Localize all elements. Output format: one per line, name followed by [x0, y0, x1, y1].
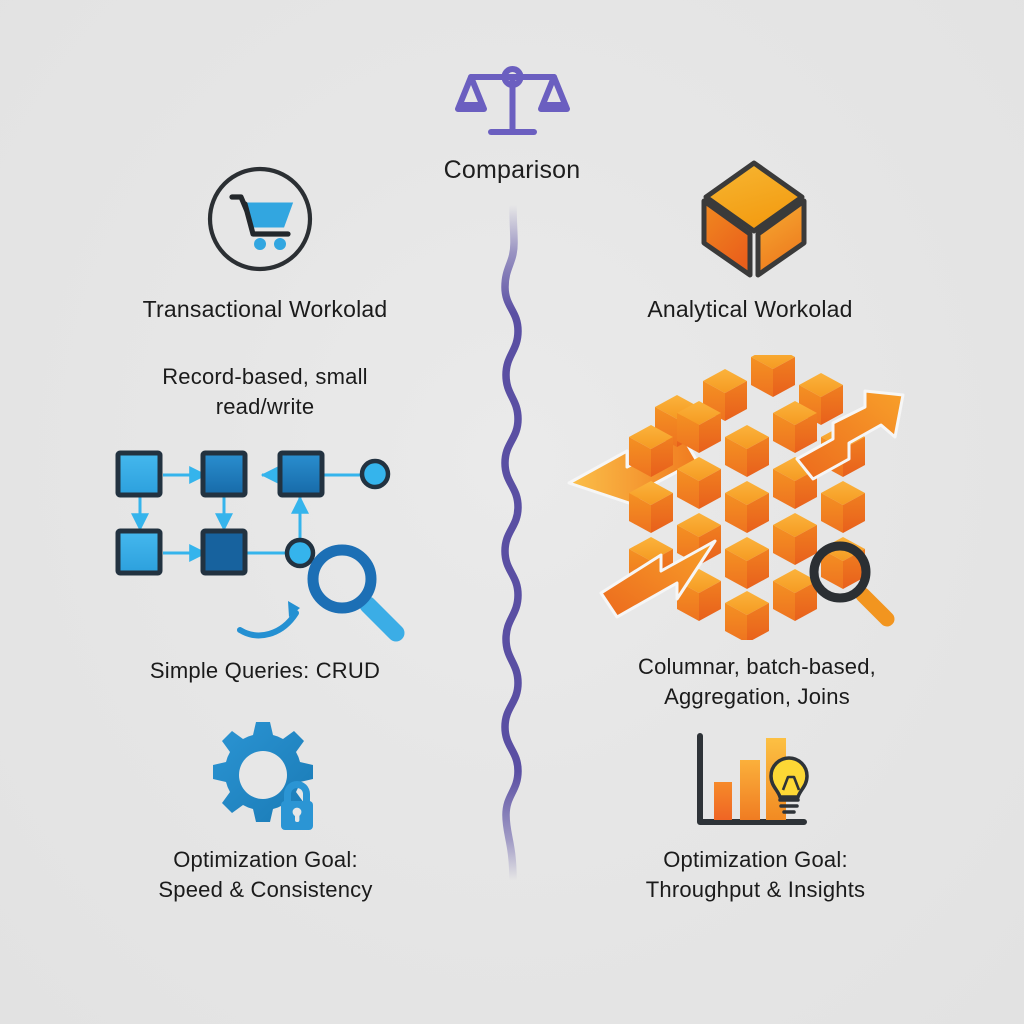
gear-with-lock-icon — [213, 722, 313, 830]
balance-scale-icon — [455, 66, 570, 135]
magnifier-glass — [809, 541, 895, 627]
right-column-description: Columnar, batch-based, Aggregation, Join… — [638, 654, 876, 709]
shopping-cart-icon — [207, 166, 313, 272]
3d-cube-icon — [701, 160, 807, 278]
right-column-goal: Optimization Goal: Throughput & Insights — [645, 847, 866, 902]
wavy-divider — [501, 205, 522, 880]
lock-icon — [281, 781, 313, 830]
olap-cube-diagram — [567, 355, 905, 640]
left-column-goal: Optimization Goal: Speed & Consistency — [158, 847, 373, 902]
lightbulb-icon — [769, 756, 809, 814]
right-column-title: Analytical Workolad — [647, 296, 853, 322]
left-column-description: Record-based, small read/write — [162, 364, 368, 419]
comparison-title: Comparison — [443, 156, 581, 184]
left-column-queries: Simple Queries: CRUD — [149, 658, 381, 683]
left-column-title: Transactional Workolad — [142, 296, 388, 322]
magnifier-glass — [307, 544, 405, 642]
bar-chart-with-lightbulb-icon — [697, 733, 809, 825]
node-graph-diagram — [115, 450, 405, 642]
